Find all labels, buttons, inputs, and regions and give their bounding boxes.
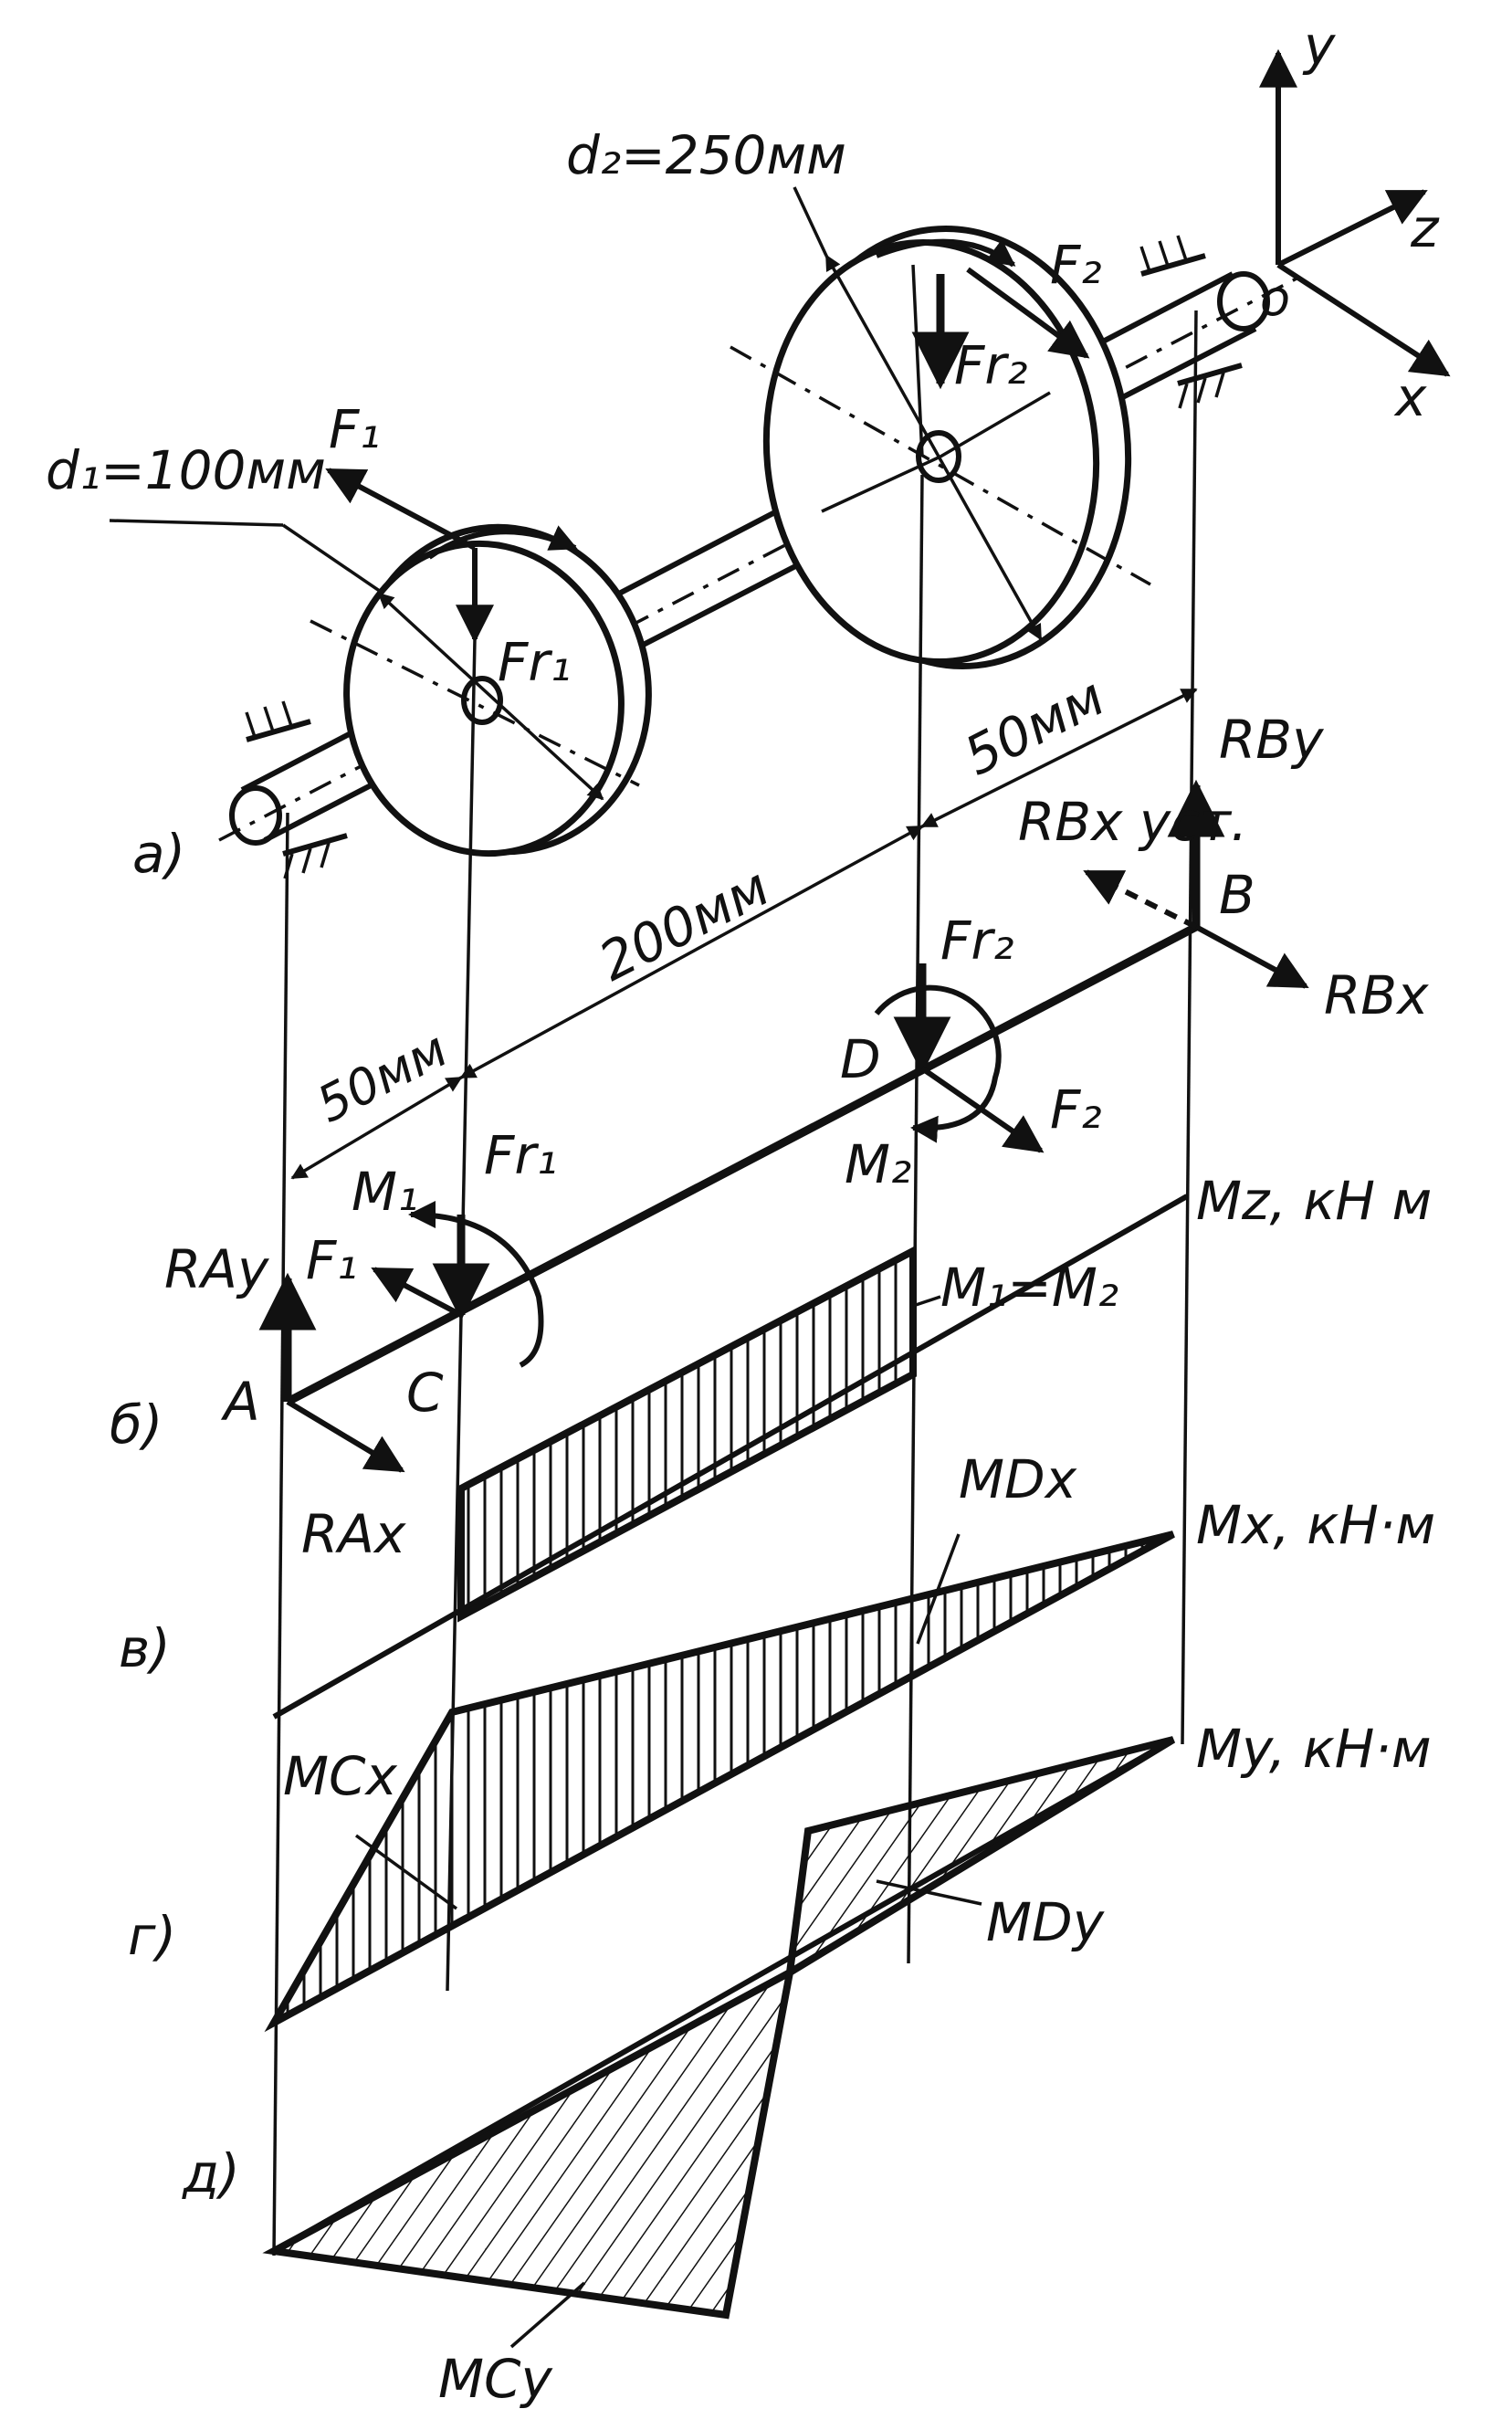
section-g-label: г) (128, 1905, 176, 1967)
gear-small (109, 519, 652, 857)
axis-y-label: y (1302, 15, 1336, 77)
RAx-label: RAx (301, 1503, 406, 1565)
dim-200 (459, 825, 924, 1079)
section-v-label: в) (119, 1617, 171, 1679)
gear-small-rotation-arrow (427, 525, 578, 560)
bearing-right-symbol (1139, 235, 1243, 409)
d1-label: d₁=100мм (46, 439, 326, 501)
D-label: D (840, 1028, 881, 1090)
M2-label: M₂ (845, 1133, 911, 1195)
gear-large (730, 186, 1151, 670)
section-labels: а) б) в) г) д) (110, 823, 240, 2204)
F2-top-label: F₂ (1050, 234, 1102, 296)
Mx-hatched-area (264, 1531, 1175, 2033)
RBx-ust-arrow (1083, 869, 1198, 930)
MCy-label: MCy (438, 2348, 553, 2410)
B-label: B (1219, 864, 1255, 926)
shaft-assembly: d₁=100мм d₂=250мм F₁ Fr₁ F₂ Fr₂ (46, 124, 1297, 879)
RBy-label: RBy (1219, 709, 1324, 771)
RAx-arrow (286, 1399, 405, 1473)
MCx-label: MCx (283, 1745, 398, 1807)
My-hatched-area-left (262, 1965, 795, 2320)
Mz-axis-label: Mz, кН м (1196, 1170, 1432, 1232)
F2-force-arrow (966, 267, 1090, 359)
shaft-axis-line (285, 923, 1199, 1405)
My-bending-diagram: My, кН·м MDy MCy (262, 1718, 1432, 2410)
Fr2-mid-label: Fr₂ (940, 910, 1013, 972)
M1-moment-arrow (408, 1201, 544, 1368)
coordinate-axes: y z x o (1259, 15, 1451, 428)
dim-200-label: 200мм (589, 856, 778, 994)
Fr2-top-label: Fr₂ (954, 334, 1027, 396)
d2-dimension-arrow (824, 254, 1043, 641)
M1-label: M₁ (352, 1161, 418, 1223)
Mx-bending-diagram: Mx, кН·м MDx MCx (264, 1448, 1435, 2033)
z-axis-arrow (1276, 189, 1428, 268)
C-label: C (406, 1362, 444, 1424)
RAy-label: RAy (164, 1238, 269, 1300)
RBx-ust-label: RBx уст. (1018, 791, 1247, 853)
shaft-right-end (1217, 271, 1270, 331)
Mx-axis-label: Mx, кН·м (1196, 1494, 1435, 1556)
axis-z-label: z (1410, 197, 1440, 259)
RBx-label: RBx (1324, 964, 1429, 1026)
section-b-label: б) (110, 1394, 163, 1456)
dim-50-right (920, 688, 1198, 828)
Fr1-mid-label: Fr₁ (484, 1124, 557, 1186)
x-axis-arrow (1276, 262, 1451, 377)
RBx-arrow (1194, 924, 1309, 989)
F1-force-arrow (325, 468, 477, 551)
gear-large-rotation-arrow (875, 238, 1016, 268)
force-scheme: 50мм 200мм 50мм RBy RBx уст. B RBx Fr₂ D… (164, 666, 1429, 1565)
section-a-label: а) (132, 823, 185, 885)
Fr1-top-label: Fr₁ (498, 631, 571, 693)
M1-eq-M2-label: M₁=M₂ (940, 1257, 1118, 1319)
My-hatched-area-right (784, 1736, 1176, 1980)
section-d-label: д) (182, 2142, 240, 2204)
d1-dimension-arrow (377, 592, 604, 801)
F1-mid-label: F₁ (306, 1229, 358, 1291)
Mz-hatched-area (457, 1245, 917, 1623)
M2-moment-arrow (874, 984, 1002, 1143)
F1-mid-arrow (371, 1267, 463, 1318)
axis-x-label: x (1393, 366, 1427, 428)
MDx-label: MDx (959, 1448, 1077, 1510)
dim-50-left (290, 1076, 463, 1180)
A-label: A (220, 1371, 260, 1433)
My-axis-label: My, кН·м (1196, 1718, 1432, 1780)
d2-label: d₂=250мм (566, 124, 846, 186)
F2-mid-label: F₂ (1050, 1078, 1102, 1141)
dim-50-left-label: 50мм (308, 1020, 456, 1133)
F1-top-label: F₁ (329, 398, 381, 460)
torque-diagram: Mz, кН м M₁=M₂ (272, 1170, 1432, 1720)
MDy-label: MDy (986, 1891, 1105, 1953)
shaft-left-end (229, 785, 282, 846)
